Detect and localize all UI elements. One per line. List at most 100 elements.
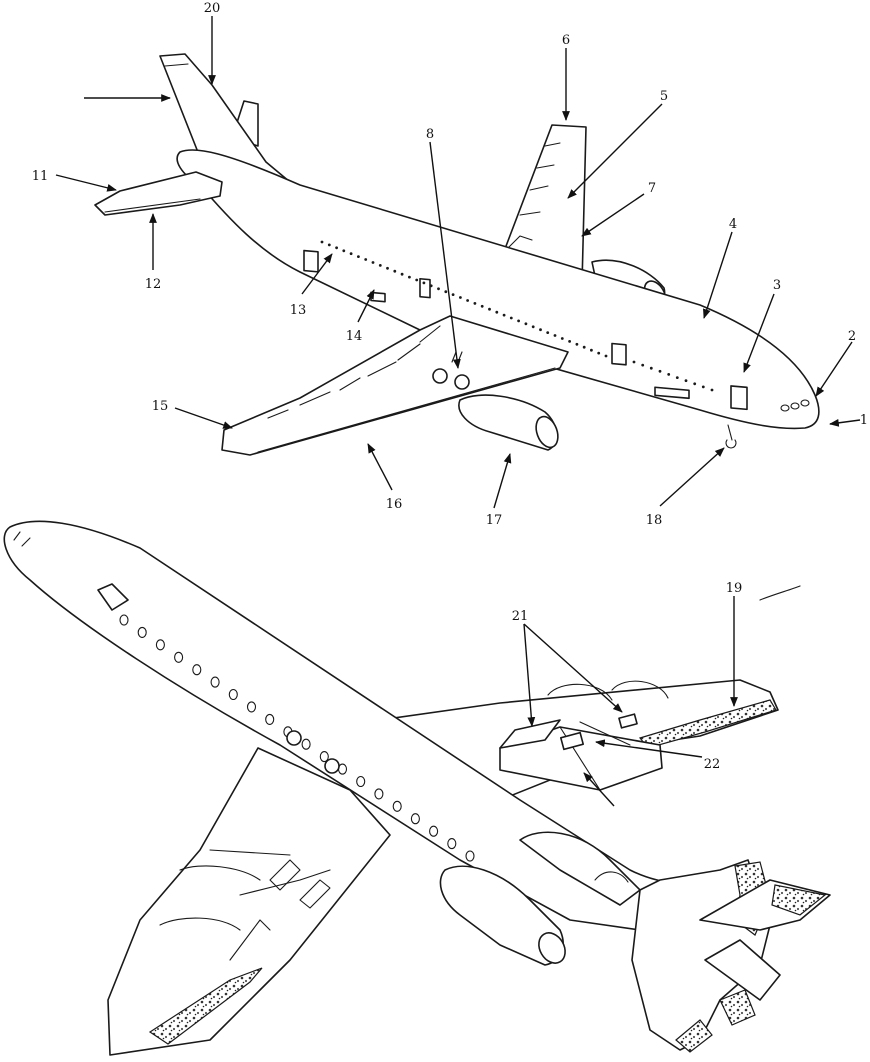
label-11: 11 <box>32 169 49 184</box>
rear-door <box>303 249 319 273</box>
lower-cabin-window <box>429 825 439 837</box>
cabin-window <box>649 366 653 370</box>
near-wing <box>221 315 569 456</box>
leader-lines <box>55 16 861 807</box>
label-20: 21 <box>512 609 529 624</box>
cabin-window <box>335 246 338 250</box>
label-18: 18 <box>646 513 663 528</box>
cabin-window <box>582 345 586 349</box>
front-door <box>730 385 748 411</box>
cabin-window <box>553 334 557 337</box>
callout-labels: 20 6 5 8 11 7 4 12 3 13 14 2 15 1 16 17 … <box>32 1 868 772</box>
label-7: 7 <box>648 181 656 196</box>
cabin-window <box>658 369 662 373</box>
label-12: 12 <box>145 277 162 292</box>
cabin-window <box>371 261 375 264</box>
cabin-window <box>429 284 433 288</box>
cabin-window <box>444 290 448 294</box>
cabin-window <box>568 340 571 343</box>
cabin-window <box>575 342 579 346</box>
forward-door <box>611 342 627 366</box>
lower-cabin-window <box>410 813 420 825</box>
cabin-window <box>509 316 513 320</box>
lower-cabin-window <box>319 751 329 763</box>
cabin-window <box>693 382 697 386</box>
cabin-window <box>466 299 469 302</box>
cabin-window <box>400 272 404 276</box>
cabin-window <box>357 255 360 258</box>
lower-cabin-window <box>356 775 366 788</box>
label-1: 1 <box>860 413 868 428</box>
cabin-window <box>393 269 397 273</box>
cabin-window <box>349 252 353 256</box>
bottom-aircraft <box>3 520 831 1056</box>
label-19: 19 <box>726 581 743 596</box>
cabin-window <box>480 304 484 308</box>
lower-cabin-window <box>174 651 184 663</box>
lower-cabin-window <box>192 664 202 676</box>
lower-cabin-window <box>119 614 129 626</box>
cabin-window <box>546 331 550 334</box>
top-aircraft <box>94 53 820 456</box>
label-13: 13 <box>290 303 307 318</box>
lower-cabin-window <box>465 850 475 862</box>
cabin-window <box>459 296 462 299</box>
label-14: 14 <box>346 329 363 344</box>
cabin-windows <box>320 240 714 392</box>
cabin-window <box>590 348 593 352</box>
cabin-window <box>415 278 419 282</box>
cabin-window <box>495 310 499 314</box>
cabin-window <box>641 363 645 367</box>
cabin-window <box>364 258 368 261</box>
pen-mark <box>759 585 801 601</box>
label-6: 6 <box>562 33 570 48</box>
horizontal-stabilizer <box>94 171 223 216</box>
cabin-window <box>422 281 426 285</box>
cabin-window <box>502 313 506 317</box>
label-9: 20 <box>204 1 221 16</box>
lower-cabin-window <box>137 626 147 638</box>
cabin-window <box>539 328 542 332</box>
cabin-window <box>517 319 520 323</box>
lower-cabin-window <box>210 676 220 688</box>
label-17: 17 <box>486 513 503 528</box>
near-wing-spoiler <box>148 967 263 1045</box>
rear-engine-right <box>519 831 641 906</box>
lower-near-wing <box>107 747 391 1056</box>
label-16: 16 <box>386 497 403 512</box>
label-5: 5 <box>660 89 668 104</box>
cabin-window <box>437 287 440 291</box>
cabin-window <box>701 385 705 389</box>
cabin-window <box>488 307 491 311</box>
lower-cabin-window <box>447 838 457 850</box>
cabin-window <box>675 376 679 379</box>
label-8: 8 <box>426 127 434 142</box>
cabin-window <box>327 243 331 247</box>
cabin-window <box>560 337 564 340</box>
top-fuselage <box>176 149 820 430</box>
cabin-window <box>667 373 671 376</box>
lower-cabin-window <box>301 738 311 750</box>
lower-cabin-window <box>392 800 402 812</box>
cabin-window <box>524 322 528 326</box>
cabin-window <box>342 249 346 253</box>
cabin-window <box>604 354 608 358</box>
label-2: 2 <box>848 329 856 344</box>
cabin-window <box>320 240 324 244</box>
cabin-window <box>386 266 389 270</box>
label-3: 3 <box>773 278 781 293</box>
lower-cabin-window <box>265 713 275 725</box>
lower-cabin-windows <box>119 614 475 862</box>
cabin-window <box>408 275 411 279</box>
lower-cabin-window <box>155 639 165 651</box>
cabin-window <box>378 264 382 267</box>
cabin-window <box>632 360 636 364</box>
cabin-window <box>451 293 455 296</box>
label-21: 22 <box>704 757 721 772</box>
label-15: 15 <box>152 399 169 414</box>
cabin-window <box>684 379 688 383</box>
cabin-window <box>531 325 535 329</box>
cabin-window <box>473 302 477 305</box>
cabin-window <box>710 388 714 392</box>
